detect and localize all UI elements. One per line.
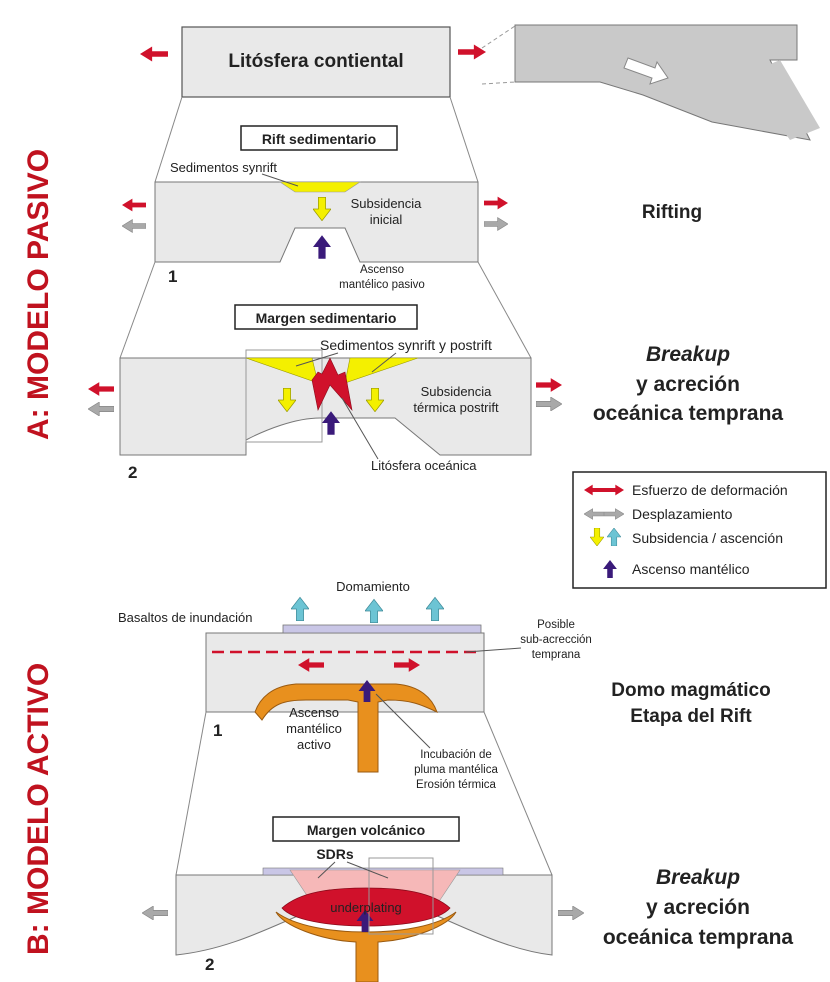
a1-sediments: Sedimentos synrift	[170, 160, 277, 175]
a1-subsidence-1: Subsidencia	[351, 196, 423, 211]
b1-mantle-3: activo	[297, 737, 331, 752]
gray-left-arrow-icon	[122, 219, 146, 233]
b2-number: 2	[205, 955, 214, 974]
b1-incub-3: Erosión térmica	[416, 779, 496, 791]
stage-b2: Margen volcánico SDRs underplating 2 Bre…	[142, 816, 794, 982]
stage-a1: Rift sedimentario Sedimentos synrift Sub…	[119, 125, 702, 359]
b1-incub-2: pluma mantélica	[414, 764, 498, 776]
white-arrow-icon	[623, 57, 669, 85]
blue-up-arrow-icon	[291, 596, 309, 622]
b1-posible-3: temprana	[532, 649, 581, 661]
a2-subsidence-1: Subsidencia	[421, 384, 493, 399]
top-lithosphere: Litósfera contiental	[140, 24, 820, 183]
gray-right-arrow-icon	[558, 906, 584, 920]
b2-box-title: Margen volcánico	[307, 822, 425, 838]
red-right-arrow-icon	[458, 44, 486, 60]
a2-side-1: Breakup	[646, 343, 730, 366]
a1-mantle-1: Ascenso	[360, 264, 404, 276]
b1-posible-1: Posible	[537, 619, 575, 631]
b2-side-3: oceánica temprana	[603, 926, 794, 949]
a1-box-title: Rift sedimentario	[262, 131, 376, 147]
b1-side-1: Domo magmático	[611, 680, 770, 701]
gray-left-arrow-icon	[88, 402, 114, 416]
blue-up-arrow-icon	[426, 596, 444, 622]
b1-side-2: Etapa del Rift	[630, 706, 752, 727]
b1-mantle-1: Ascenso	[289, 705, 339, 720]
gray-right-arrow-icon	[484, 217, 508, 231]
a1-side-label: Rifting	[642, 202, 702, 223]
b1-posible-2: sub-acrección	[520, 634, 592, 646]
b1-incub-1: Incubación de	[420, 749, 492, 761]
b1-basaltos: Basaltos de inundación	[118, 610, 252, 625]
b1-number: 1	[213, 721, 222, 740]
stage-a2: Margen sedimentario Sedimentos synrift y…	[88, 304, 784, 482]
blue-up-arrow-icon	[365, 598, 383, 624]
gray-right-arrow-icon	[536, 397, 562, 411]
b2-sdrs: SDRs	[316, 846, 354, 862]
red-right-arrow-icon	[536, 378, 562, 392]
a1-mantle-2: mantélico pasivo	[339, 279, 425, 291]
a2-box-title: Margen sedimentario	[256, 310, 397, 326]
top-block-label: Litósfera contiental	[228, 51, 403, 72]
gray-left-arrow-icon	[142, 906, 168, 920]
b2-side-2: y acreción	[646, 896, 750, 919]
red-right-arrow-icon	[484, 196, 508, 210]
section-a-title: A: MODELO PASIVO	[22, 149, 55, 440]
legend-item-1: Esfuerzo de deformación	[632, 482, 788, 498]
red-left-arrow-icon	[140, 46, 168, 62]
stage-b1: Domamiento Basaltos de inundación Posibl…	[118, 579, 771, 876]
a2-subsidence-2: térmica postrift	[413, 400, 499, 415]
legend-item-3: Subsidencia / ascención	[632, 530, 783, 546]
b1-domamiento: Domamiento	[336, 579, 410, 594]
legend: Esfuerzo de deformación Desplazamiento S…	[572, 471, 827, 589]
section-b-title: B: MODELO ACTIVO	[22, 663, 55, 955]
red-left-arrow-icon	[88, 382, 114, 396]
a1-number: 1	[168, 267, 177, 286]
legend-item-2: Desplazamiento	[632, 506, 733, 522]
a1-subsidence-2: inicial	[370, 212, 403, 227]
legend-item-4: Ascenso mantélico	[632, 561, 750, 577]
b2-side-1: Breakup	[656, 866, 740, 889]
a2-sediments: Sedimentos synrift y postrift	[320, 337, 492, 353]
a2-side-3: oceánica temprana	[593, 402, 784, 425]
b1-mantle-2: mantélico	[286, 721, 342, 736]
red-left-arrow-icon	[122, 198, 146, 212]
a2-oceanic: Litósfera oceánica	[371, 458, 477, 473]
a2-number: 2	[128, 463, 137, 482]
a2-side-2: y acreción	[636, 373, 740, 396]
mantle-ascent-arrow-icon	[313, 235, 331, 259]
b2-underplating: underplating	[330, 900, 402, 915]
